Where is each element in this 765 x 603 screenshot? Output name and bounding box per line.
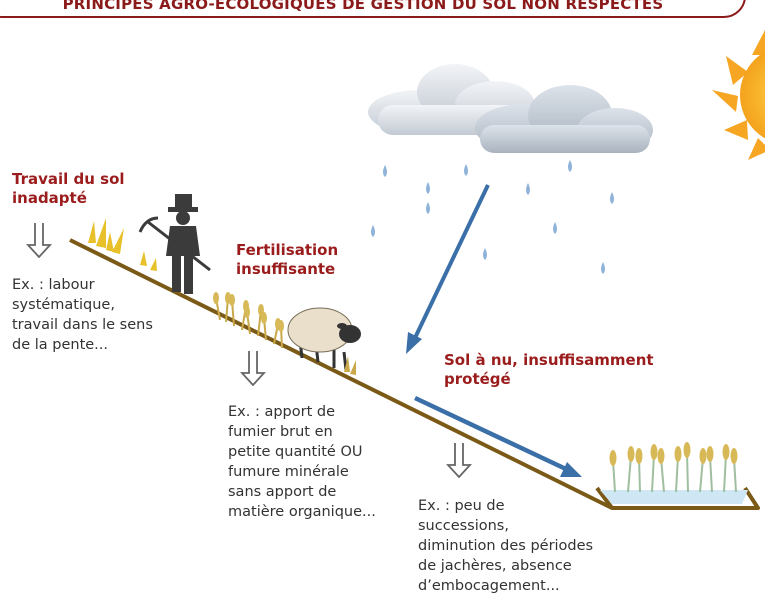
practice-1-example-line: systématique, — [12, 297, 115, 313]
rain-drop-icon — [553, 222, 557, 234]
rain-drop-icon — [464, 164, 468, 176]
practice-3-heading: Sol à nu, insuffisamment protégé — [444, 351, 654, 389]
practice-3-example-line: Ex. : peu de — [418, 498, 505, 514]
banner-title: PRINCIPES AGRO-ÉCOLOGIQUES DE GESTION DU… — [62, 0, 664, 13]
practice-1-example-line: de la pente... — [12, 337, 109, 353]
water-pond-icon — [600, 490, 748, 504]
title-banner: PRINCIPES AGRO-ÉCOLOGIQUES DE GESTION DU… — [0, 0, 746, 18]
practice-3-example-line: d’embocagement... — [418, 578, 560, 594]
practice-3-heading-line: protégé — [444, 370, 511, 388]
rain-drop-icon — [383, 165, 387, 177]
practice-2-example-line: fumure minérale — [228, 464, 349, 480]
slope-ground — [69, 238, 760, 510]
grass-icon — [88, 218, 157, 271]
practice-3-example-line: successions, — [418, 518, 509, 534]
rain-drop-icon — [371, 225, 375, 237]
rain-drop-icon — [426, 202, 430, 214]
practice-2-example-line: fumier brut en — [228, 424, 333, 440]
grass-icon — [344, 356, 356, 375]
practice-1-heading-line: inadapté — [12, 189, 87, 207]
practice-1-example: Ex. : labour systématique, travail dans … — [12, 275, 153, 355]
practice-2-heading-line: insuffisante — [236, 260, 336, 278]
practice-1-heading: Travail du sol inadapté — [12, 170, 125, 208]
sheep-icon — [287, 307, 361, 371]
practice-2-example-line: petite quantité OU — [228, 444, 363, 460]
practice-1-example-line: travail dans le sens — [12, 317, 153, 333]
practice-2-heading-line: Fertilisation — [236, 241, 339, 259]
farmer-icon — [138, 194, 211, 294]
rain-drops — [371, 160, 614, 274]
runoff-arrow-icon — [414, 395, 582, 477]
rain-drop-icon — [426, 182, 430, 194]
rain-drop-icon — [526, 183, 530, 195]
wheat-head-icon — [213, 292, 284, 332]
practice-2-example: Ex. : apport de fumier brut en petite qu… — [228, 402, 376, 522]
rain-drop-icon — [568, 160, 572, 172]
rain-drop-icon — [601, 262, 605, 274]
practice-2-example-line: Ex. : apport de — [228, 404, 336, 420]
practice-2-heading: Fertilisation insuffisante — [236, 241, 338, 279]
practice-1-heading-line: Travail du sol — [12, 170, 125, 188]
down-arrow-icon — [446, 443, 472, 478]
wheat-head-icon — [609, 442, 738, 466]
rain-drop-icon — [610, 192, 614, 204]
down-arrow-icon — [26, 223, 52, 258]
practice-3-example: Ex. : peu de successions, diminution des… — [418, 496, 593, 596]
practice-3-example-line: diminution des périodes — [418, 538, 594, 554]
rain-arrow-icon — [406, 184, 490, 354]
rain-drop-icon — [483, 248, 487, 260]
practice-2-example-line: matière organique... — [228, 504, 376, 520]
practice-2-example-line: sans apport de — [228, 484, 337, 500]
practice-1-example-line: Ex. : labour — [12, 277, 95, 293]
down-arrow-icon — [240, 351, 266, 386]
sun-icon — [712, 30, 765, 160]
practice-3-example-line: de jachères, absence — [418, 558, 572, 574]
cloud-icon — [368, 64, 653, 153]
practice-3-heading-line: Sol à nu, insuffisamment — [444, 351, 654, 369]
